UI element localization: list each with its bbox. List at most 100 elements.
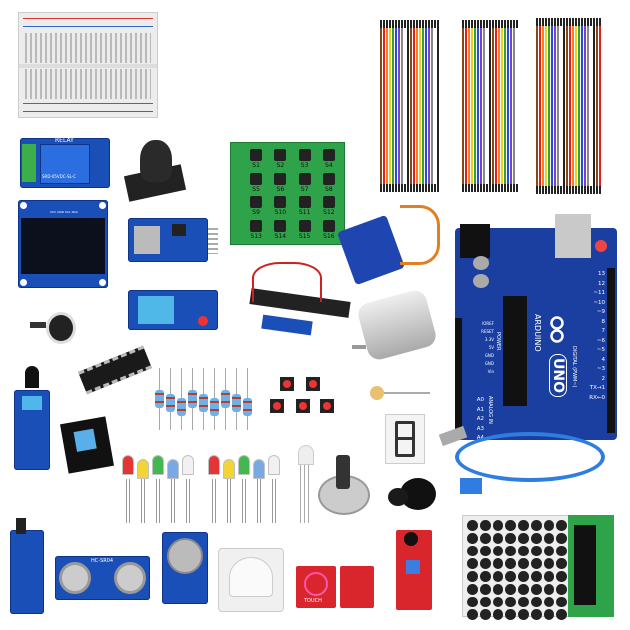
arduino-logo-icon (550, 316, 564, 343)
keypad-key[interactable]: S1 (245, 147, 267, 169)
resistor-body (221, 390, 230, 408)
keypad-key[interactable]: S16 (318, 218, 340, 240)
keypad-key-label: S3 (300, 161, 309, 169)
keypad-key[interactable]: S7 (294, 171, 316, 193)
matrix-dot (556, 609, 567, 620)
keypad-key[interactable]: S4 (318, 147, 340, 169)
usb-cable (455, 432, 605, 482)
led (223, 459, 235, 479)
ultrasonic-sensor: HC-SR04 (55, 556, 150, 600)
keypad-key[interactable]: S12 (318, 195, 340, 217)
arduino-section-power: POWER (495, 332, 501, 351)
keypad-key[interactable]: S2 (269, 147, 291, 169)
resistor-body (199, 394, 208, 412)
keypad-key[interactable]: S3 (294, 147, 316, 169)
matrix-dot (492, 571, 504, 582)
reset-button[interactable] (595, 240, 607, 252)
keypad-key[interactable]: S8 (318, 171, 340, 193)
led-leg (257, 479, 261, 523)
keypad-key-label: S5 (252, 185, 260, 193)
jumper-wire (548, 18, 550, 194)
arduino-brand: ARDUINO (533, 314, 542, 352)
seven-segment-display (385, 414, 425, 464)
led-leg (212, 479, 216, 523)
keypad-key[interactable]: S5 (245, 171, 267, 193)
keypad-key[interactable]: S9 (245, 195, 267, 216)
matrix-dot (467, 583, 478, 595)
keypad-key-label: S10 (274, 209, 287, 217)
keypad-key[interactable]: S14 (269, 218, 291, 240)
led (238, 455, 250, 475)
matrix-dot (530, 571, 542, 582)
jumper-wire (599, 18, 601, 194)
resistor-body (188, 390, 197, 408)
jumper-wire (560, 18, 562, 194)
resistor-body (232, 394, 241, 412)
keypad-key-label: S12 (323, 209, 335, 217)
jumper-wire (569, 18, 571, 194)
matrix-dot (467, 532, 478, 544)
tactile-button[interactable] (306, 377, 320, 391)
jumper-wire (407, 20, 409, 192)
keypad-key-label: S16 (323, 233, 335, 240)
matrix-dot (492, 596, 504, 608)
pin-label: Vin (487, 369, 494, 374)
ic-chip-74hc595 (78, 345, 152, 395)
led (137, 459, 149, 479)
matrix-dot (467, 609, 478, 620)
led-leg (171, 479, 175, 523)
relay-module: RELAY SRD-05VDC-SL-C (20, 137, 110, 188)
matrix-dot (505, 596, 516, 608)
servo-cable (400, 205, 440, 265)
jumper-wire (392, 20, 394, 192)
led-leg (156, 479, 160, 523)
pin-label: GND (484, 361, 494, 366)
matrix-dot (479, 520, 491, 531)
pin-label: A0 (476, 397, 484, 403)
pin-label: ~5 (596, 347, 605, 353)
pin-label: 3.3V (484, 337, 494, 342)
pin-label: ~11 (593, 290, 605, 296)
matrix-dot (518, 558, 529, 569)
matrix-dot (467, 558, 478, 569)
led (253, 459, 265, 479)
led (208, 455, 220, 475)
led-set (208, 455, 286, 525)
matrix-dot (518, 532, 529, 544)
tactile-button[interactable] (270, 399, 284, 413)
jumper-wire (404, 20, 406, 192)
tactile-button[interactable] (280, 377, 294, 391)
keypad-key[interactable]: S10 (269, 195, 291, 217)
pin-label: IOREF (482, 321, 494, 326)
keypad-key-label: S6 (276, 185, 285, 193)
keypad-key[interactable]: S13 (245, 218, 267, 240)
usb-b-port (555, 214, 591, 258)
push-buttons (270, 375, 334, 420)
matrix-dot (530, 520, 542, 531)
matrix-dot (543, 558, 555, 569)
pin-label: A3 (476, 425, 484, 432)
jumper-wire (428, 20, 430, 192)
matrix-dot (556, 545, 567, 557)
matrix-dot (530, 596, 542, 608)
pin-label: 13 (598, 271, 605, 277)
resistor-body (210, 398, 219, 416)
tactile-button[interactable] (296, 399, 310, 413)
keypad-key[interactable]: S15 (294, 218, 316, 240)
arduino-model: UNO (549, 354, 567, 397)
led (268, 455, 280, 475)
led (152, 455, 164, 475)
tactile-button[interactable] (320, 399, 334, 413)
matrix-dot (467, 520, 478, 531)
keypad-key[interactable]: S11 (294, 195, 316, 216)
jumper-wire (578, 18, 580, 194)
keypad-key[interactable]: S6 (269, 171, 291, 193)
matrix-dot (543, 583, 555, 595)
jumper-wire (386, 20, 388, 192)
matrix-dot (479, 609, 491, 620)
jumper-wire (422, 20, 424, 192)
led-leg (186, 479, 190, 523)
oled-display: VCC GND SCL SDA (18, 200, 108, 288)
jumper-wire (501, 20, 503, 192)
relay-title: RELAY (55, 137, 74, 144)
